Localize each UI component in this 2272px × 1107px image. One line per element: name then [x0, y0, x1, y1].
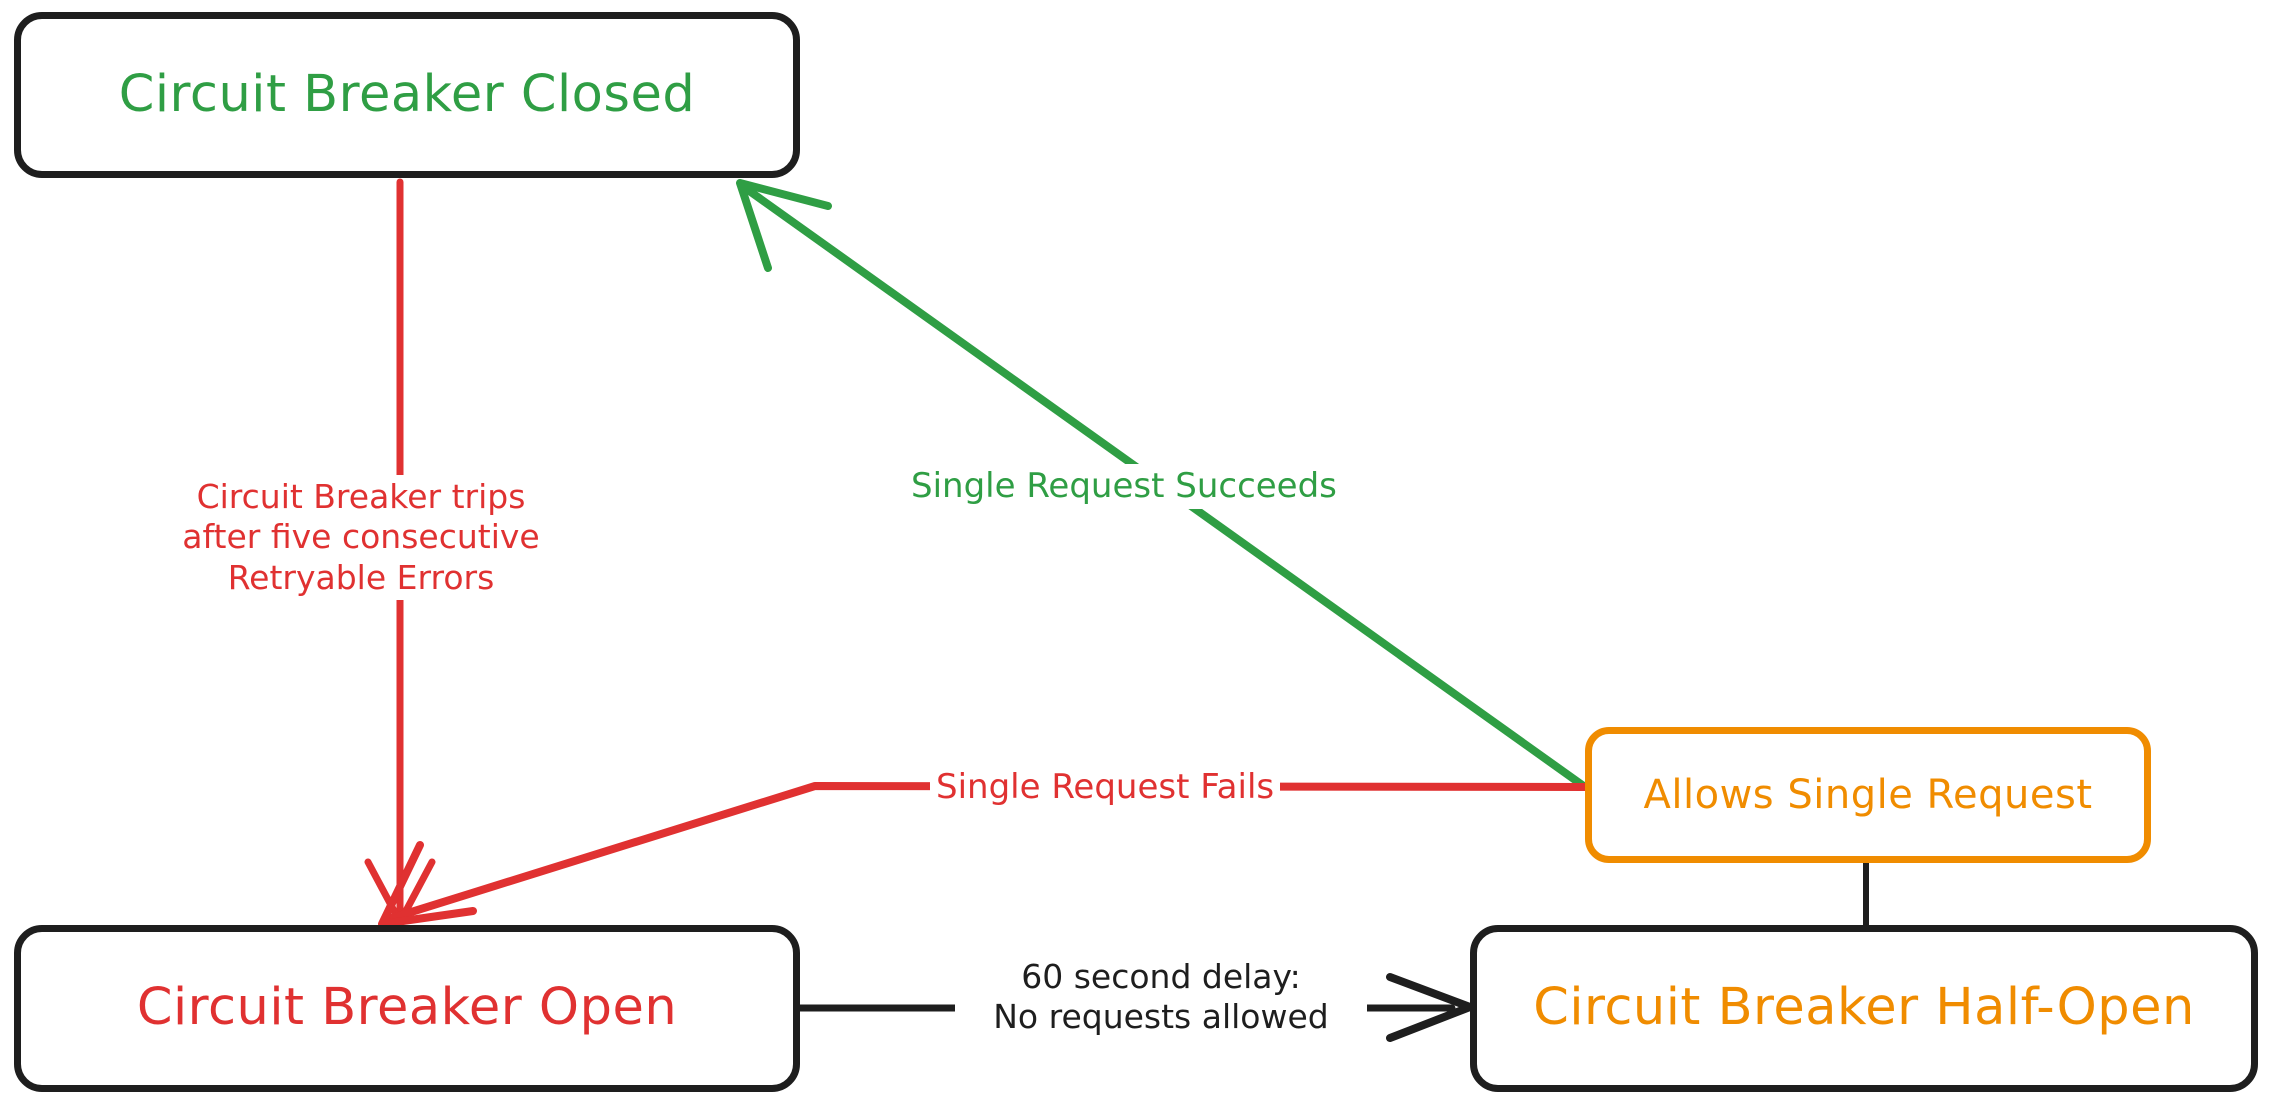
node-allows-single-request[interactable]: Allows Single Request — [1585, 727, 2151, 863]
node-circuit-breaker-closed-label: Circuit Breaker Closed — [118, 64, 696, 124]
edge-label-open-to-half-open: 60 second delay: No requests allowed — [955, 955, 1367, 1040]
edge-allows-to-closed-arrowhead — [736, 179, 832, 272]
edge-allows-to-open-line — [388, 782, 1589, 922]
node-circuit-breaker-half-open[interactable]: Circuit Breaker Half-Open — [1470, 925, 2258, 1092]
node-circuit-breaker-closed[interactable]: Circuit Breaker Closed — [14, 12, 800, 178]
node-allows-single-request-label: Allows Single Request — [1643, 772, 2093, 818]
edge-label-allows-to-open: Single Request Fails — [930, 765, 1281, 811]
node-circuit-breaker-half-open-label: Circuit Breaker Half-Open — [1533, 978, 2195, 1038]
node-circuit-breaker-open[interactable]: Circuit Breaker Open — [14, 925, 800, 1092]
edge-allows-to-open — [378, 782, 1589, 928]
edge-allows-to-open-arrowhead — [378, 841, 477, 928]
edge-label-allows-to-closed: Single Request Succeeds — [905, 464, 1343, 510]
node-circuit-breaker-open-label: Circuit Breaker Open — [136, 978, 678, 1038]
edge-open-to-half-open-arrowhead — [1386, 973, 1474, 1042]
edge-label-closed-to-open: Circuit Breaker trips after five consecu… — [160, 475, 562, 600]
